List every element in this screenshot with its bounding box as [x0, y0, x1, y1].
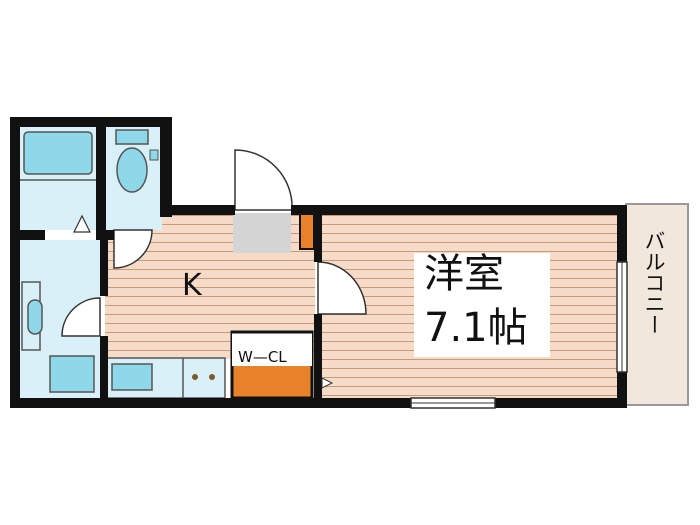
kitchen-label: K: [182, 268, 202, 303]
stove-burner-left: [192, 374, 198, 380]
entrance-floor: [233, 213, 291, 253]
room-door: [317, 261, 367, 315]
kitchen-sink: [111, 363, 153, 391]
bathtub: [23, 131, 93, 175]
bath-door: [73, 214, 91, 233]
entry-door: [234, 149, 293, 211]
stove-burner-right: [209, 374, 215, 380]
balcony-area: [625, 203, 689, 406]
toilet-door: [113, 229, 153, 269]
balcony-label: バルコニー: [642, 230, 666, 335]
room-label-box: [414, 253, 550, 357]
washbasin: [49, 355, 95, 393]
western-room-size: 7.1帖: [424, 305, 528, 351]
western-room-name: 洋室: [424, 251, 504, 297]
walk-in-closet-label: W—CL: [238, 348, 287, 366]
closet-door-mark: [321, 377, 334, 389]
shoe-closet: [299, 212, 315, 250]
washroom-door: [61, 297, 101, 337]
toilet-bowl: [116, 147, 148, 193]
toilet-tank: [115, 129, 149, 145]
